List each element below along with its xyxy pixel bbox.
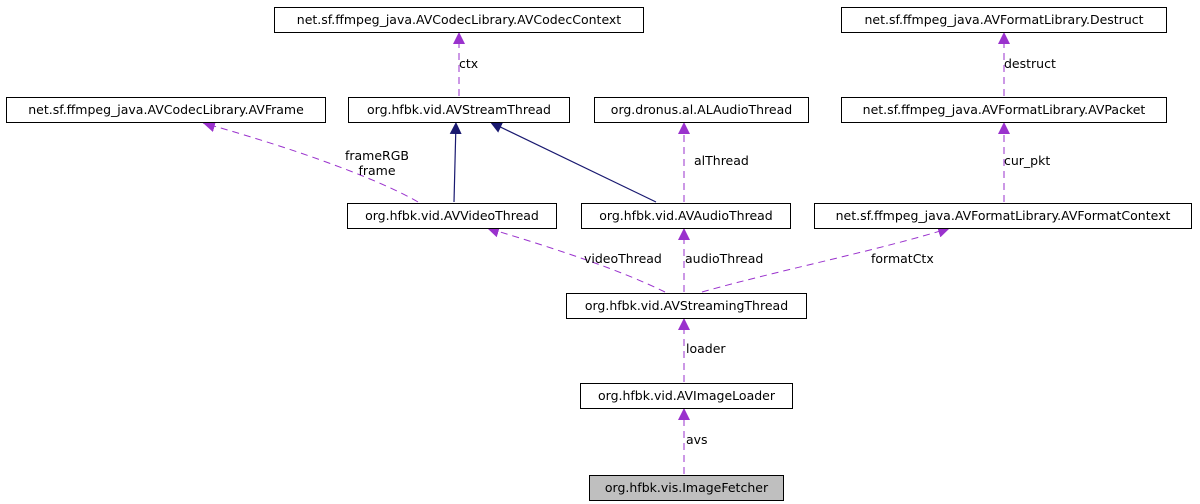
node-avimage-loader[interactable]: org.hfbk.vid.AVImageLoader xyxy=(580,383,793,409)
edge-label-cur-pkt: cur_pkt xyxy=(1004,153,1051,168)
edge-inherit-video xyxy=(449,121,462,203)
node-avvideo-thread[interactable]: org.hfbk.vid.AVVideoThread xyxy=(347,203,557,229)
edge-label-video-thread: videoThread xyxy=(584,251,662,266)
edge-label-destruct: destruct xyxy=(1004,56,1056,71)
edge-video-thread xyxy=(486,225,666,293)
edge-label-al-thread: alThread xyxy=(694,153,749,168)
node-avaudio-thread[interactable]: org.hfbk.vid.AVAudioThread xyxy=(581,203,791,229)
node-avformat-context[interactable]: net.sf.ffmpeg_java.AVFormatLibrary.AVFor… xyxy=(814,203,1192,229)
edge-label-avs: avs xyxy=(686,432,708,447)
node-avstreaming-thread[interactable]: org.hfbk.vid.AVStreamingThread xyxy=(566,293,807,319)
node-avstream-thread[interactable]: org.hfbk.vid.AVStreamThread xyxy=(348,97,570,123)
edge-label-format-ctx: formatCtx xyxy=(871,251,934,266)
edge-label-frame: frame xyxy=(358,163,396,178)
node-avpacket[interactable]: net.sf.ffmpeg_java.AVFormatLibrary.AVPac… xyxy=(841,97,1167,123)
node-al-audio-thread[interactable]: org.dronus.al.ALAudioThread xyxy=(594,97,809,123)
node-avframe[interactable]: net.sf.ffmpeg_java.AVCodecLibrary.AVFram… xyxy=(6,97,326,123)
edge-label-frame-rgb: frameRGB xyxy=(344,148,409,163)
edge-label-audio-thread: audioThread xyxy=(685,251,764,266)
edge-label-frame-group: frameRGB frame xyxy=(337,148,417,178)
edge-label-ctx: ctx xyxy=(459,56,479,71)
node-image-fetcher: org.hfbk.vis.ImageFetcher xyxy=(589,475,784,501)
node-destruct[interactable]: net.sf.ffmpeg_java.AVFormatLibrary.Destr… xyxy=(841,7,1167,33)
edge-label-loader: loader xyxy=(686,341,726,356)
edge-frame xyxy=(202,120,419,203)
node-avcodec-context[interactable]: net.sf.ffmpeg_java.AVCodecLibrary.AVCode… xyxy=(274,7,644,33)
edge-inherit-audio xyxy=(489,121,657,203)
